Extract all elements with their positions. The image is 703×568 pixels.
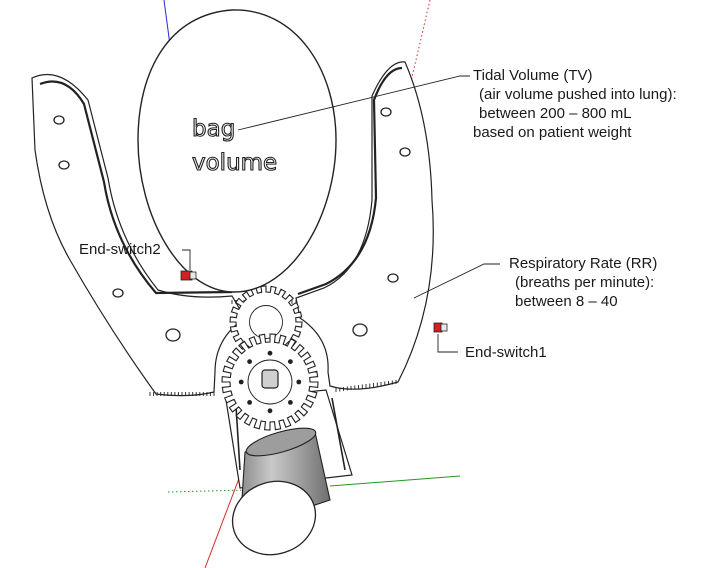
respiratory-rate-title: Respiratory Rate (RR) bbox=[509, 255, 658, 272]
tidal-volume-line3: between 200 – 800 mL bbox=[479, 105, 632, 122]
ambu-bag bbox=[137, 9, 337, 293]
left-gripper-arm bbox=[31, 73, 246, 397]
respiratory-rate-line3: between 8 – 40 bbox=[515, 293, 618, 310]
right-gripper-arm bbox=[295, 61, 434, 390]
tidal-volume-line2: (air volume pushed into lung): bbox=[479, 86, 677, 103]
motor-cylinder-end bbox=[231, 480, 317, 556]
axis-green-dotted bbox=[167, 489, 246, 493]
respiratory-rate-leader bbox=[413, 263, 500, 299]
arm-mounting-holes bbox=[53, 107, 411, 342]
bag-label-volume: volume bbox=[192, 150, 277, 176]
motor-cylinder-top bbox=[245, 427, 317, 457]
drive-gear-hub bbox=[261, 369, 279, 389]
tidal-volume-title: Tidal Volume (TV) bbox=[473, 67, 593, 84]
end-switch-2-icon bbox=[180, 270, 197, 281]
end-switch-1-label: End-switch1 bbox=[465, 344, 547, 361]
end-switch-2-label: End-switch2 bbox=[79, 241, 161, 258]
right-arm-inner-rail bbox=[297, 66, 403, 296]
axis-green bbox=[329, 475, 461, 487]
end-switch-1-icon bbox=[433, 322, 448, 333]
end-switch-1-leader bbox=[437, 334, 458, 353]
tidal-volume-line4: based on patient weight bbox=[473, 124, 632, 141]
tidal-volume-leader bbox=[237, 75, 470, 131]
respiratory-rate-line2: (breaths per minute): bbox=[515, 274, 655, 291]
end-switch-2-leader bbox=[182, 249, 191, 270]
left-arm-inner-rail bbox=[39, 80, 233, 295]
bag-label-bag: bag bbox=[192, 116, 235, 142]
